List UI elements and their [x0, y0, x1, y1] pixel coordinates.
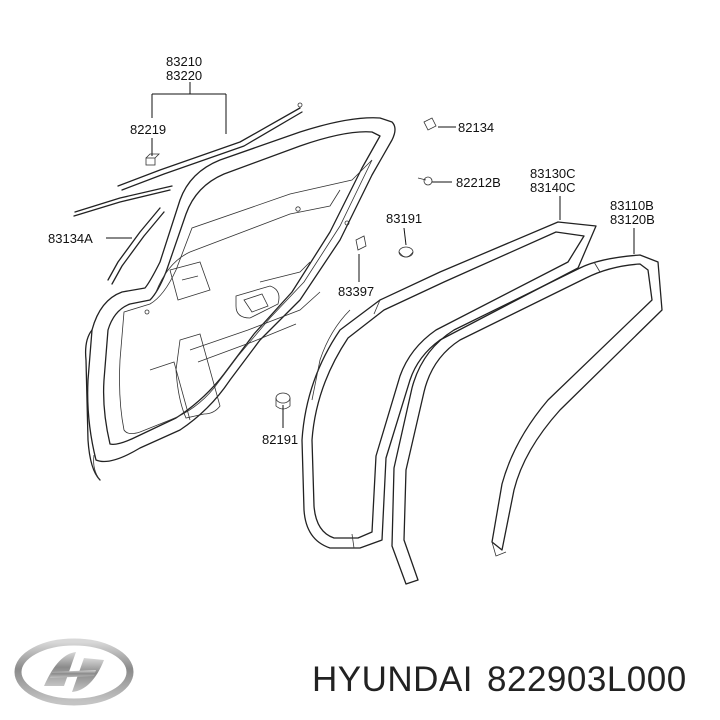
- label-82219: 82219: [130, 122, 166, 137]
- weatherstrip-83134a: [73, 185, 173, 285]
- label-82134: 82134: [458, 120, 494, 135]
- label-83134a: 83134A: [48, 231, 93, 246]
- footer-caption: HYUNDAI 822903L000: [312, 660, 701, 700]
- label-82191: 82191: [262, 432, 298, 447]
- part-labels: 83210 83220 82219 83134A 82134 82212B 83…: [48, 54, 655, 447]
- clip-82134: [423, 117, 437, 131]
- label-83140c: 83140C: [530, 180, 576, 195]
- label-83220: 83220: [166, 68, 202, 83]
- weatherstrip-83130c: [301, 221, 597, 549]
- washer-83397: [355, 235, 367, 251]
- screw-82212b: [417, 176, 433, 186]
- label-83130c: 83130C: [530, 166, 576, 181]
- label-83210: 83210: [166, 54, 202, 69]
- hyundai-logo-icon: [14, 638, 134, 706]
- label-82212b: 82212B: [456, 175, 501, 190]
- label-83110b: 83110B: [610, 198, 654, 213]
- door-panel: [84, 117, 396, 481]
- label-83397: 83397: [338, 284, 374, 299]
- belt-moulding: [117, 102, 303, 191]
- leader-lines: [106, 82, 635, 428]
- weatherstrip-83110b: [391, 254, 663, 585]
- label-83120b: 83120B: [610, 212, 655, 227]
- label-83191: 83191: [386, 211, 422, 226]
- part-number: 822903L000: [487, 660, 687, 699]
- brand-name: HYUNDAI: [312, 660, 474, 699]
- clip-82219: [145, 153, 160, 166]
- grommet-83191: [398, 246, 414, 258]
